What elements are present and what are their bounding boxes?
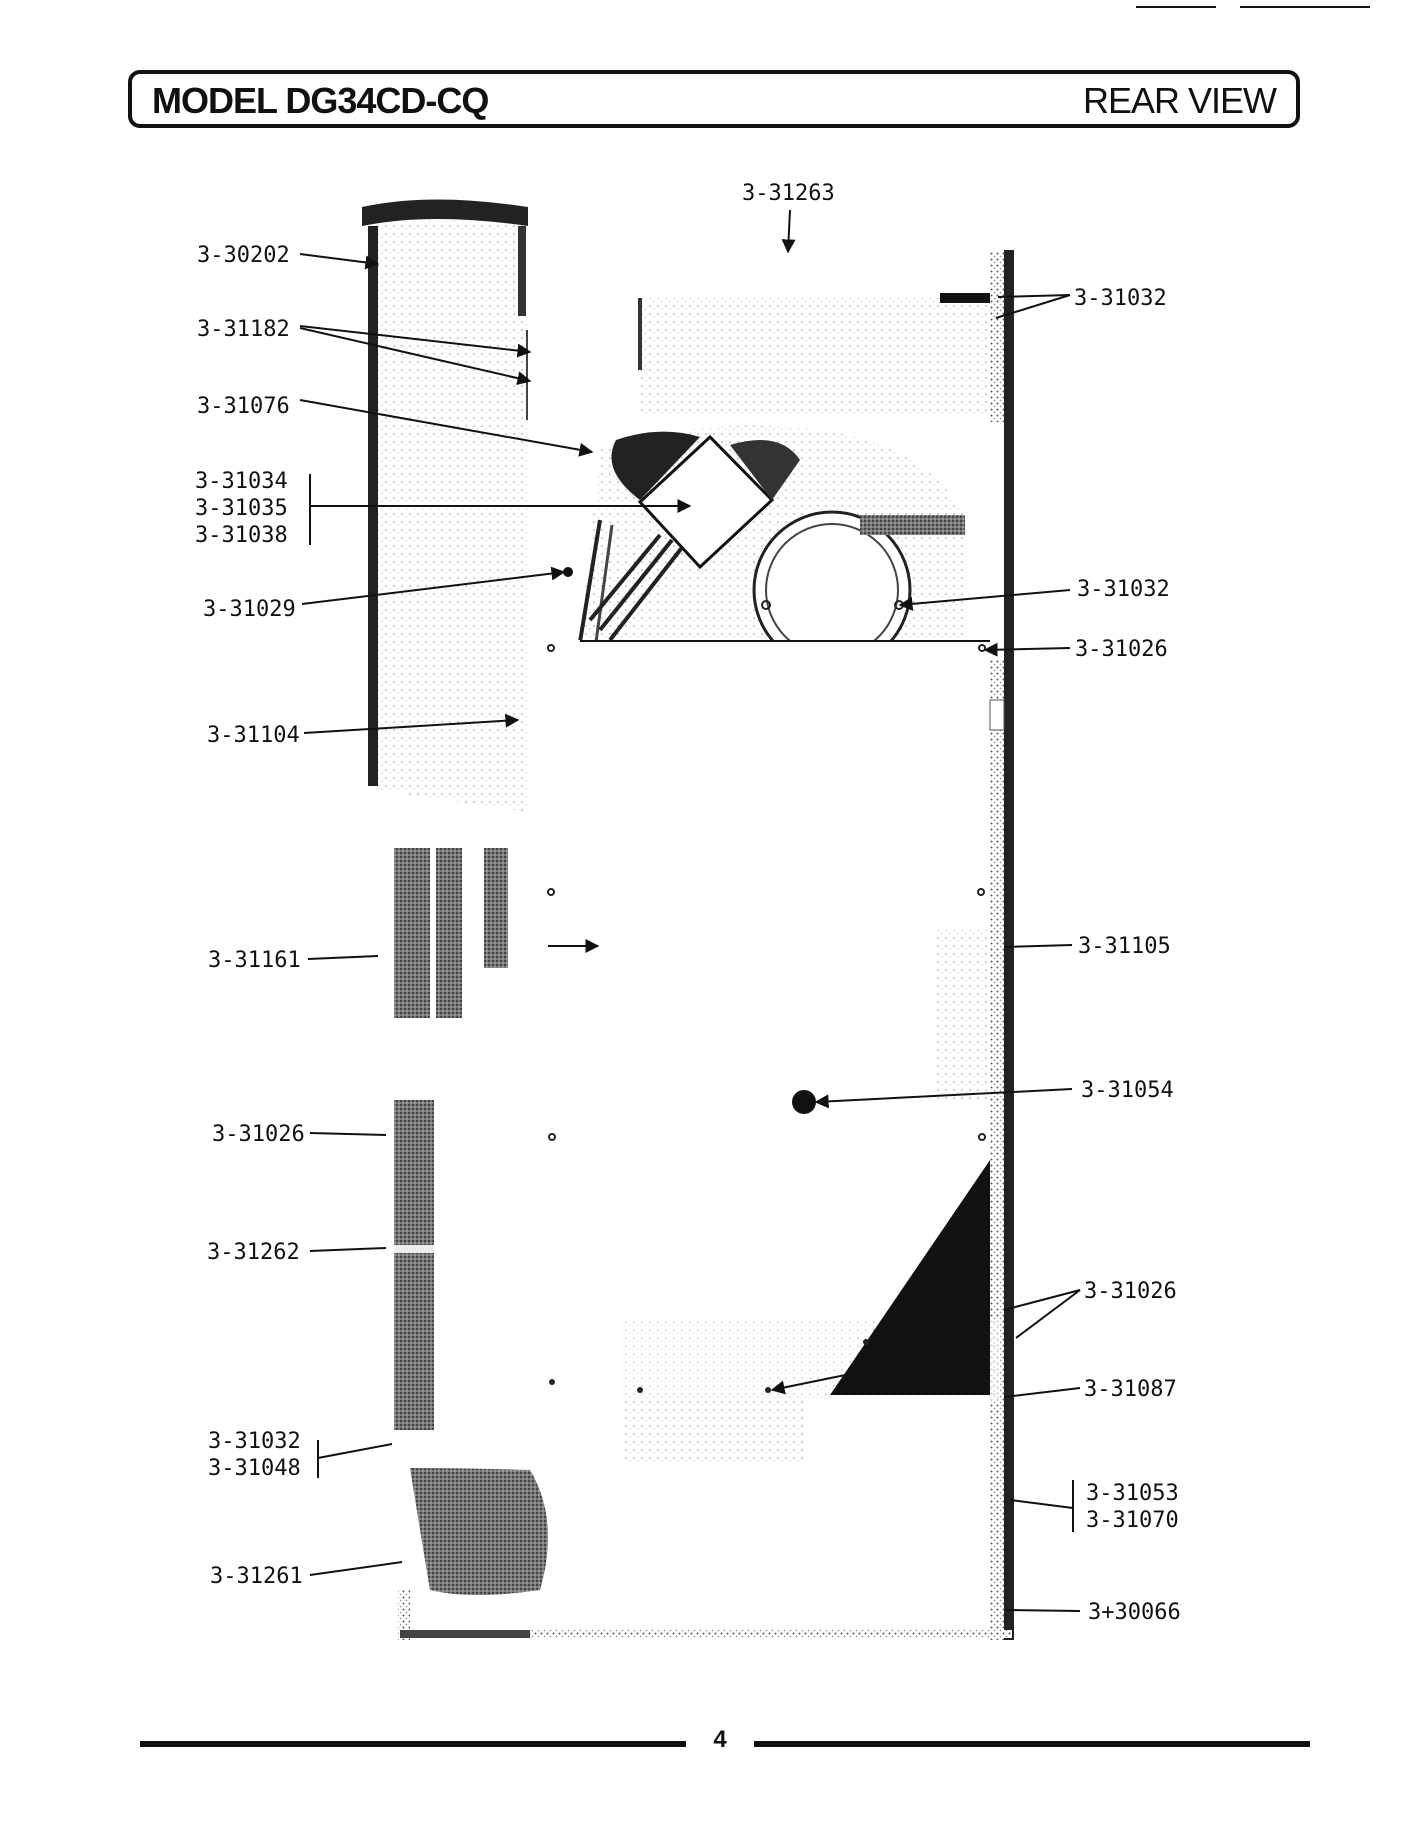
label-3-31070: 3-31070	[1086, 1508, 1179, 1533]
label-3-31076: 3-31076	[197, 394, 290, 419]
label-3-31263: 3-31263	[742, 181, 835, 206]
label-3-30066: 3+30066	[1088, 1600, 1181, 1625]
label-3-31026-left: 3-31026	[212, 1122, 305, 1147]
label-3-31182: 3-31182	[197, 317, 290, 342]
label-3-31032-top: 3-31032	[1074, 286, 1167, 311]
vent-pipe-upper	[362, 199, 540, 845]
footer-rule-right	[754, 1741, 1310, 1747]
leader-lines	[299, 209, 1081, 1612]
terminal-block	[563, 431, 800, 643]
footer-rule-left	[140, 1741, 686, 1747]
label-3-31038: 3-31038	[195, 523, 288, 548]
part-labels: 3-31263 3-30202 3-31182 3-31032 3-31076 …	[195, 181, 1181, 1625]
label-3-31104: 3-31104	[207, 723, 300, 748]
label-3-31087: 3-31087	[1084, 1377, 1177, 1402]
label-3-30202: 3-30202	[197, 243, 290, 268]
label-3-31029: 3-31029	[203, 597, 296, 622]
page-number: 4	[713, 1726, 727, 1753]
label-3-31054: 3-31054	[1081, 1078, 1174, 1103]
label-3-31053: 3-31053	[1086, 1481, 1179, 1506]
label-3-31032-low: 3-31032	[208, 1429, 301, 1454]
label-3-31105: 3-31105	[1078, 934, 1171, 959]
label-3-31261: 3-31261	[210, 1564, 303, 1589]
label-3-31161: 3-31161	[208, 948, 301, 973]
label-3-31034: 3-31034	[195, 469, 288, 494]
label-3-31026-right: 3-31026	[1084, 1279, 1177, 1304]
label-3-31032-mid: 3-31032	[1077, 577, 1170, 602]
header-box: MODEL DG34CD-CQ REAR VIEW	[128, 70, 1300, 128]
label-3-31048: 3-31048	[208, 1456, 301, 1481]
back-panel	[400, 640, 1012, 1640]
corner-dash	[1136, 6, 1216, 8]
label-3-31035: 3-31035	[195, 496, 288, 521]
label-3-31262: 3-31262	[207, 1240, 300, 1265]
corner-dash	[1240, 6, 1370, 8]
view-title: REAR VIEW	[1082, 80, 1277, 121]
vent-pipe-lower	[394, 848, 548, 1640]
label-3-31026-top: 3-31026	[1075, 637, 1168, 662]
model-title: MODEL DG34CD-CQ	[152, 80, 489, 121]
panel-screws	[547, 644, 986, 1393]
